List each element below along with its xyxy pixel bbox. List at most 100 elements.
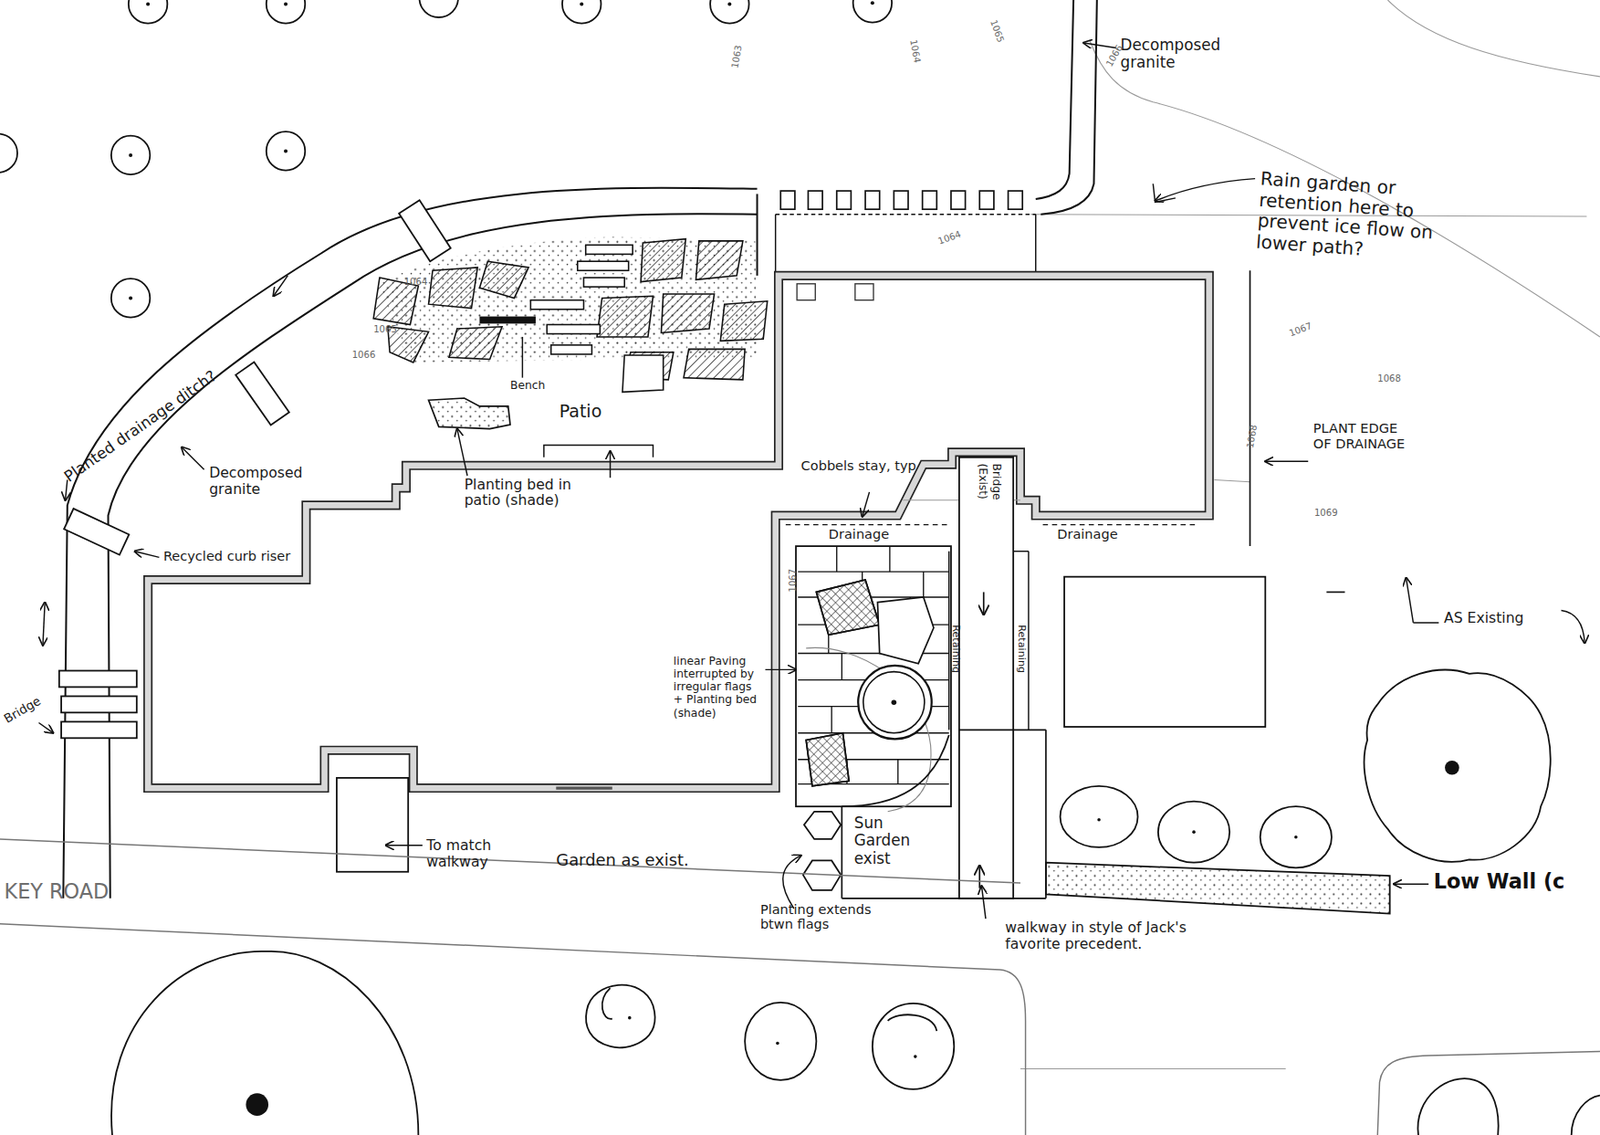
- sketch-circle: [891, 699, 898, 705]
- note: Drainage: [828, 527, 889, 544]
- sketch-rect: [551, 345, 593, 355]
- node-label: Bridge (Exist): [976, 463, 1003, 513]
- sketch-g: [780, 190, 1023, 210]
- sketch-polygon: [147, 275, 1210, 788]
- sketch-line: [948, 551, 950, 731]
- sketch-path: [1035, 0, 1074, 199]
- sketch-circle: [266, 0, 305, 24]
- sketch-line: [756, 193, 759, 275]
- sketch-circle: [283, 148, 288, 153]
- sketch-g: [147, 275, 1210, 788]
- note: linear Paving interrupted by irregular f…: [673, 655, 764, 721]
- sketch-line: [841, 653, 843, 680]
- sketch-rect: [61, 695, 137, 712]
- sketch-line: [1249, 270, 1252, 546]
- sketch-rect: [479, 316, 535, 325]
- note: PLANT EDGE OF DRAINAGE: [1313, 421, 1416, 452]
- note: AS Existing: [1443, 608, 1525, 626]
- sketch-path: [1412, 621, 1439, 623]
- sketch-path: [805, 732, 849, 786]
- area-name: Patio: [559, 401, 603, 422]
- sketch-path: [1045, 862, 1391, 914]
- sketch-g: [0, 838, 1600, 1135]
- sketch-line: [1035, 214, 1036, 274]
- sketch-rect: [893, 190, 909, 210]
- sketch-path: [543, 444, 654, 457]
- sketch-rect: [583, 277, 625, 287]
- sketch-line: [775, 213, 1036, 215]
- sketch-path: [428, 397, 511, 429]
- note: Decomposed granite: [209, 464, 327, 498]
- sketch-rect: [959, 457, 1014, 899]
- sketch-path: [522, 336, 523, 378]
- sketch-g: [1020, 0, 1600, 1069]
- sketch-path: [585, 984, 655, 1048]
- sketch-path: [1040, 0, 1097, 215]
- sketch-circle: [562, 0, 601, 24]
- sketch-path: [609, 450, 611, 478]
- sketch-line: [836, 545, 837, 572]
- sketch-rect: [922, 190, 938, 210]
- sketch-path: [1406, 577, 1414, 623]
- sketch-circle: [146, 1, 150, 6]
- contour-number: 1069: [1314, 507, 1339, 519]
- sketch-line: [922, 571, 924, 597]
- sketch-rect: [336, 777, 408, 872]
- sketch-path: [1152, 183, 1176, 202]
- sketch-circle: [1294, 835, 1298, 839]
- sketch-rect: [795, 545, 952, 806]
- sketch-path: [273, 275, 289, 296]
- sketch-path: [1155, 178, 1256, 202]
- sketch-ellipse: [1158, 801, 1230, 863]
- sketch-path: [457, 428, 468, 476]
- sketch-line: [840, 805, 843, 899]
- sketch-circle: [627, 1015, 632, 1020]
- sketch-line: [888, 545, 890, 572]
- sketch-g: [803, 811, 841, 890]
- sketch-ellipse: [744, 1002, 816, 1080]
- contour-number: 1064: [936, 229, 963, 248]
- sketch-circle: [857, 665, 931, 739]
- sketch-path: [1213, 479, 1250, 482]
- sketch-ellipse: [872, 1003, 954, 1089]
- note: Recycled curb riser: [163, 548, 292, 565]
- sketch-path: [386, 844, 423, 846]
- sketch-path: [841, 734, 949, 806]
- sketch-line: [897, 759, 899, 785]
- sketch-path: [888, 1014, 938, 1031]
- sketch-rect: [61, 721, 137, 738]
- sketch-line: [1027, 551, 1029, 731]
- sketch-circle: [111, 135, 150, 175]
- sketch-path: [38, 722, 53, 733]
- contour-number: 1068: [1244, 423, 1260, 449]
- sketch-polygon: [147, 275, 1210, 788]
- contour-number: 1065: [988, 18, 1007, 44]
- sketch-circle: [418, 0, 458, 18]
- sketch-path: [449, 326, 502, 360]
- sketch-circle: [1097, 817, 1101, 822]
- note: Retaining: [1015, 624, 1028, 673]
- sketch-path: [1387, 0, 1600, 77]
- sketch-path: [1417, 1077, 1498, 1135]
- sketch-path: [1393, 882, 1429, 884]
- sketch-circle: [1192, 829, 1196, 834]
- sketch-path: [135, 551, 160, 558]
- sketch-path: [660, 293, 714, 333]
- sketch-g: [0, 0, 892, 318]
- sketch-circle: [128, 0, 168, 24]
- sketch-path: [815, 579, 879, 635]
- note: Bridge: [1, 694, 44, 727]
- sketch-g: [59, 670, 137, 739]
- sketch-path: [622, 355, 664, 392]
- sketch-ellipse: [1260, 805, 1332, 868]
- sketch-path: [111, 951, 419, 1135]
- note: Garden as exist.: [555, 850, 689, 870]
- sketch-circle: [283, 1, 288, 6]
- note: Rain garden or retention here to prevent…: [1254, 167, 1440, 265]
- sketch-circle: [128, 295, 133, 300]
- contour-number: 1065: [373, 324, 398, 336]
- sketch-path: [379, 236, 758, 363]
- sketch-rect: [546, 324, 600, 335]
- sketch-rect: [235, 362, 290, 426]
- sketch-circle: [266, 131, 305, 170]
